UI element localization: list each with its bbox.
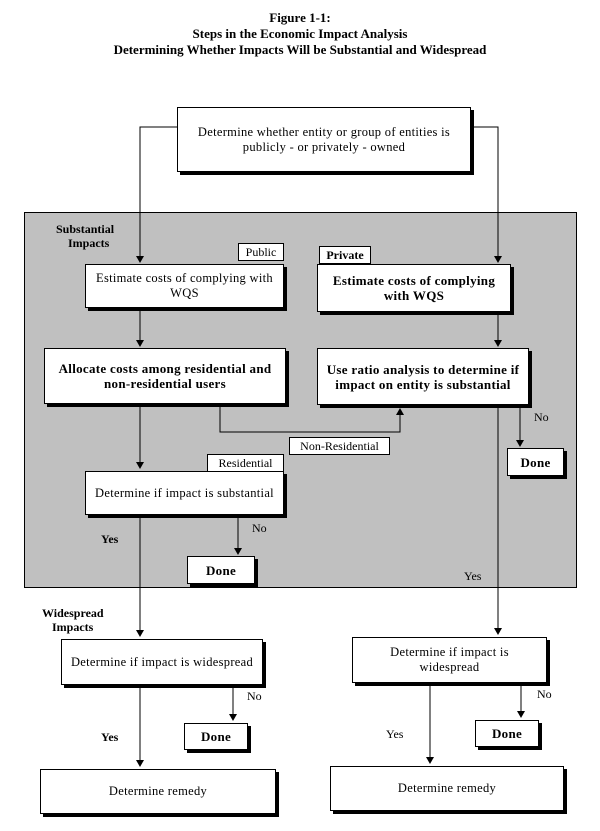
public-estimate-costs-box: Estimate costs of complying with WQS <box>85 264 284 308</box>
remedy-box-left: Determine remedy <box>40 769 276 814</box>
residential-tag: Residential <box>207 454 284 472</box>
yes-label-widespread-right: Yes <box>386 727 404 741</box>
no-label-widespread-right: No <box>537 687 552 701</box>
private-estimate-costs-box: Estimate costs of complying with WQS <box>317 264 511 312</box>
no-label-widespread-left: No <box>247 689 262 703</box>
widespread-check-box-left: Determine if impact is widespread <box>61 639 263 685</box>
no-label-substantial: No <box>252 521 267 535</box>
remedy-box-right: Determine remedy <box>330 766 564 811</box>
ownership-determination-box: Determine whether entity or group of ent… <box>177 107 471 172</box>
substantial-impact-check-box: Determine if impact is substantial <box>85 471 284 515</box>
yes-label-ratio: Yes <box>464 569 482 583</box>
widespread-impacts-label-line2: Impacts <box>52 620 94 634</box>
yes-label-substantial: Yes <box>101 532 119 546</box>
substantial-impacts-label-line2: Impacts <box>68 236 110 250</box>
allocate-costs-box: Allocate costs among residential and non… <box>44 348 286 404</box>
substantial-impacts-label-line1: Substantial <box>56 222 115 236</box>
done-box-substantial: Done <box>187 556 255 584</box>
widespread-impacts-label-line1: Widespread <box>42 606 104 620</box>
public-tag: Public <box>238 243 284 261</box>
private-tag: Private <box>319 246 371 264</box>
yes-label-widespread-left: Yes <box>101 730 119 744</box>
figure-title-line2: Steps in the Economic Impact Analysis <box>192 26 408 41</box>
done-box-widespread-left: Done <box>184 723 248 750</box>
figure-title-line3: Determining Whether Impacts Will be Subs… <box>113 42 487 57</box>
done-box-widespread-right: Done <box>475 720 539 747</box>
non-residential-tag: Non-Residential <box>289 437 390 455</box>
done-box-ratio: Done <box>507 448 564 476</box>
no-label-ratio: No <box>534 410 549 424</box>
figure-title-line1: Figure 1-1: <box>269 10 331 25</box>
ratio-analysis-box: Use ratio analysis to determine if impac… <box>317 348 529 405</box>
widespread-check-box-right: Determine if impact is widespread <box>352 637 547 683</box>
